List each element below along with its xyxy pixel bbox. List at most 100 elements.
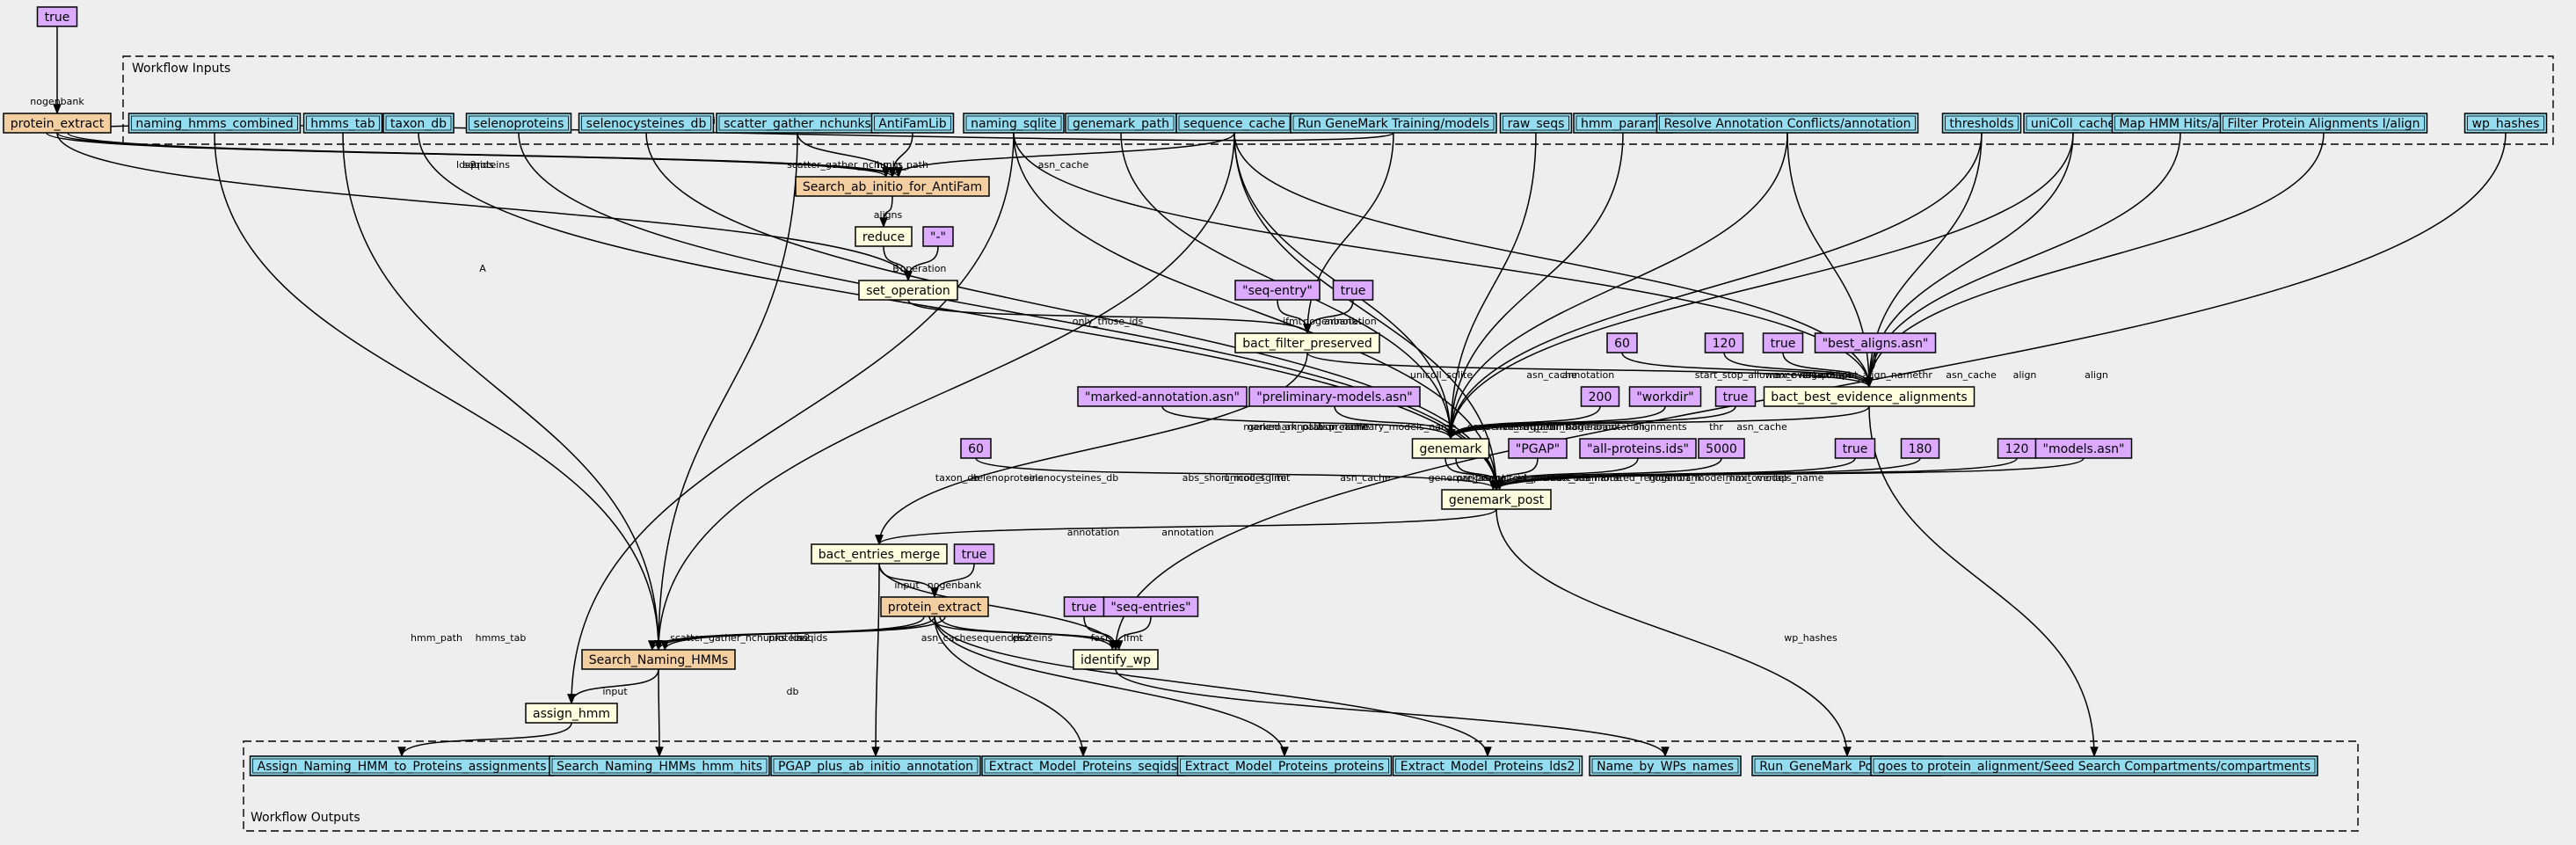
node-box[interactable] (549, 755, 770, 776)
node-box[interactable] (1176, 755, 1393, 776)
node-box[interactable] (870, 113, 955, 134)
node-p120_b[interactable]: 120 (1997, 438, 2037, 459)
node-box[interactable] (1714, 386, 1757, 407)
node-reduce[interactable]: reduce (855, 226, 913, 247)
node-box[interactable] (1900, 438, 1940, 459)
node-box[interactable] (811, 543, 948, 565)
node-best_aligns_param[interactable]: "best_aligns.asn" (1814, 332, 1937, 353)
node-p5000[interactable]: 5000 (1698, 438, 1745, 459)
node-box[interactable] (1234, 332, 1380, 353)
node-box[interactable] (1332, 280, 1374, 301)
node-box[interactable] (1411, 438, 1490, 459)
node-box[interactable] (1580, 386, 1620, 407)
node-box[interactable] (36, 6, 78, 27)
node-box[interactable] (1606, 332, 1638, 353)
node-raw_seqs[interactable]: raw_seqs (1499, 113, 1573, 134)
node-box[interactable] (578, 113, 715, 134)
node-box[interactable] (1248, 386, 1421, 407)
node-p60_b[interactable]: 60 (960, 438, 992, 459)
node-box[interactable] (1077, 386, 1248, 407)
node-box[interactable] (963, 113, 1065, 134)
node-identify_wp[interactable]: identify_wp (1073, 649, 1159, 670)
node-run_genemark_models[interactable]: Run GeneMark Training/models (1290, 113, 1497, 134)
node-box[interactable] (382, 113, 455, 134)
node-box[interactable] (465, 113, 572, 134)
node-selenocysteines_db[interactable]: selenocysteines_db (578, 113, 715, 134)
node-box[interactable] (1073, 649, 1159, 670)
node-genemark_post[interactable]: genemark_post (1441, 489, 1552, 510)
node-AntiFamLib[interactable]: AntiFamLib (870, 113, 955, 134)
node-box[interactable] (922, 226, 954, 247)
node-resolve_conflicts[interactable]: Resolve Annotation Conflicts/annotation (1655, 113, 1919, 134)
node-p180[interactable]: 180 (1900, 438, 1940, 459)
node-box[interactable] (1655, 113, 1919, 134)
node-box[interactable] (127, 113, 302, 134)
node-out_compartments[interactable]: goes to protein_alignment/Seed Search Co… (1870, 755, 2318, 776)
node-box[interactable] (1763, 386, 1976, 407)
node-box[interactable] (1234, 280, 1321, 301)
node-seq_entry_param[interactable]: "seq-entry" (1234, 280, 1321, 301)
node-box[interactable] (1499, 113, 1573, 134)
node-true_gp[interactable]: true (1834, 438, 1876, 459)
node-true_top[interactable]: true (36, 6, 78, 27)
node-hmm_params[interactable]: hmm_params (1573, 113, 1673, 134)
node-sequence_cache[interactable]: sequence_cache (1175, 113, 1293, 134)
node-true_bba[interactable]: true (1762, 332, 1804, 353)
node-naming_hmms_combined[interactable]: naming_hmms_combined (127, 113, 302, 134)
node-box[interactable] (1392, 755, 1583, 776)
node-search_antifam[interactable]: Search_ab_initio_for_AntiFam (795, 176, 990, 197)
node-box[interactable] (880, 596, 989, 617)
node-bact_filter_preserved[interactable]: bact_filter_preserved (1234, 332, 1380, 353)
node-assign_hmm[interactable]: assign_hmm (525, 703, 618, 724)
node-box[interactable] (1870, 755, 2318, 776)
node-out_lds2[interactable]: Extract_Model_Proteins_lds2 (1392, 755, 1583, 776)
node-true_bfp[interactable]: true (1332, 280, 1374, 301)
node-workdir_param[interactable]: "workdir" (1628, 386, 1702, 407)
node-protein_extract_top[interactable]: protein_extract (3, 113, 112, 134)
node-box[interactable] (1834, 438, 1876, 459)
node-out_proteins[interactable]: Extract_Model_Proteins_proteins (1176, 755, 1393, 776)
node-taxon_db[interactable]: taxon_db (382, 113, 455, 134)
node-out_seqids[interactable]: Extract_Model_Proteins_seqids (981, 755, 1185, 776)
node-map_hmm_hits[interactable]: Map HMM Hits/align (2111, 113, 2250, 134)
node-box[interactable] (1941, 113, 2022, 134)
node-all_proteins_param[interactable]: "all-proteins.ids" (1579, 438, 1697, 459)
node-thresholds[interactable]: thresholds (1941, 113, 2022, 134)
node-box[interactable] (525, 703, 618, 724)
node-naming_sqlite[interactable]: naming_sqlite (963, 113, 1065, 134)
node-models_param[interactable]: "models.asn" (2034, 438, 2133, 459)
node-out_hmm_hits[interactable]: Search_Naming_HMMs_hmm_hits (549, 755, 770, 776)
node-selenoproteins[interactable]: selenoproteins (465, 113, 572, 134)
node-box[interactable] (960, 438, 992, 459)
node-box[interactable] (2219, 113, 2428, 134)
node-box[interactable] (3, 113, 112, 134)
node-box[interactable] (2463, 113, 2548, 134)
node-box[interactable] (1102, 596, 1199, 617)
node-true_gm[interactable]: true (1714, 386, 1757, 407)
node-box[interactable] (1814, 332, 1937, 353)
node-box[interactable] (302, 113, 383, 134)
node-box[interactable] (1290, 113, 1497, 134)
node-hmms_tab[interactable]: hmms_tab (302, 113, 383, 134)
node-box[interactable] (581, 649, 736, 670)
node-out_assign[interactable]: Assign_Naming_HMM_to_Proteins_assignment… (249, 755, 555, 776)
node-box[interactable] (770, 755, 981, 776)
node-true_iw[interactable]: true (1063, 596, 1105, 617)
node-box[interactable] (1441, 489, 1552, 510)
node-scatter_gather_nchunks[interactable]: scatter_gather_nchunks (716, 113, 879, 134)
node-filter_protein_alignments[interactable]: Filter Protein Alignments I/align (2219, 113, 2428, 134)
node-pgap_param[interactable]: "PGAP" (1508, 438, 1568, 459)
node-box[interactable] (858, 280, 958, 301)
node-uniColl_cache[interactable]: uniColl_cache (2023, 113, 2123, 134)
node-out_wp_names[interactable]: Name_by_WPs_names (1589, 755, 1742, 776)
node-marked_ann_param[interactable]: "marked-annotation.asn" (1077, 386, 1248, 407)
node-box[interactable] (2034, 438, 2133, 459)
node-bact_entries_merge[interactable]: bact_entries_merge (811, 543, 948, 565)
node-box[interactable] (1698, 438, 1745, 459)
node-set_operation[interactable]: set_operation (858, 280, 958, 301)
node-minus_param[interactable]: "-" (922, 226, 954, 247)
node-p120_a[interactable]: 120 (1704, 332, 1744, 353)
node-box[interactable] (855, 226, 913, 247)
node-box[interactable] (953, 543, 995, 565)
node-box[interactable] (1762, 332, 1804, 353)
